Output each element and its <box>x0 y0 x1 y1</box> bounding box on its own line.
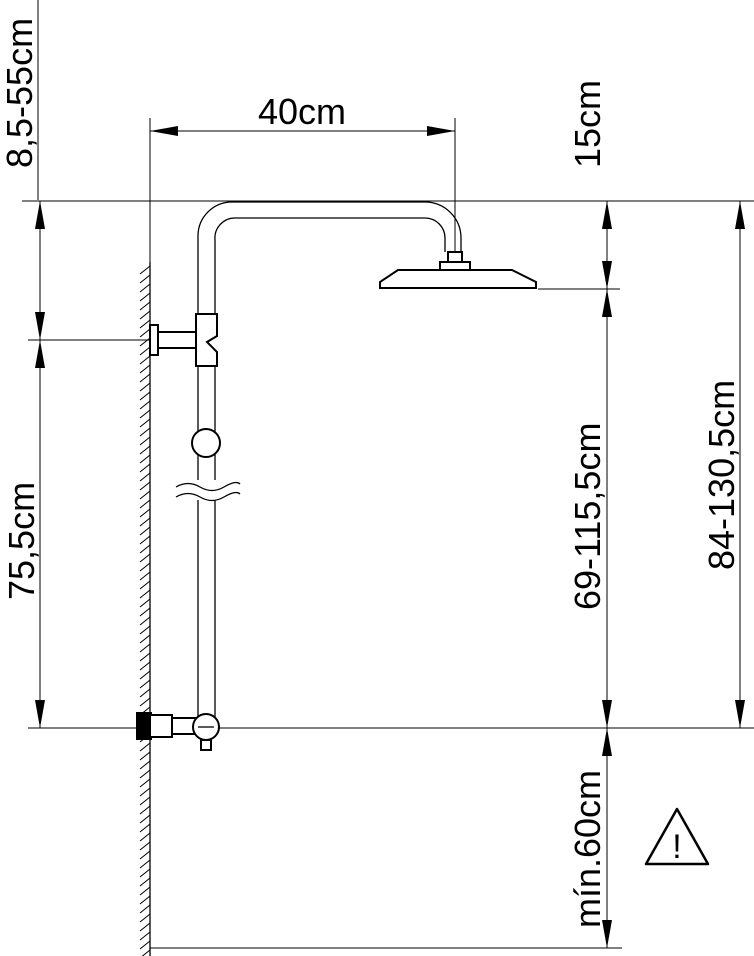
wall-hatch-line <box>139 373 151 383</box>
wall-hatch-line <box>139 274 151 284</box>
wall-bracket-plate <box>149 324 159 356</box>
wall-hatch-line <box>139 751 151 761</box>
wall-hatch-line <box>139 850 151 860</box>
pipe-clamp <box>195 313 218 367</box>
shower-column <box>136 201 537 751</box>
reference-lines <box>22 0 754 949</box>
wall-hatch-line <box>139 841 151 851</box>
wall-hatch-line <box>139 787 151 797</box>
wall-hatch-line <box>139 598 151 608</box>
wall-hatch-line <box>139 409 151 419</box>
wall-hatch-line <box>139 427 151 437</box>
wall-hatch-line <box>139 337 151 347</box>
mixer-valve <box>136 712 220 751</box>
min-floor-label: mín.60cm <box>567 770 608 928</box>
holder-knob <box>191 428 221 458</box>
wall-hatch-line <box>139 571 151 581</box>
dimension-lines <box>35 126 745 948</box>
wall-hatch-line <box>139 607 151 617</box>
wall-hatch-line <box>139 877 151 887</box>
wall-hatch-line <box>139 670 151 680</box>
wall-hatch-line <box>139 283 151 293</box>
arm-length-label: 40cm <box>258 91 346 132</box>
wall-hatch-line <box>139 580 151 590</box>
wall-hatch-line <box>139 328 151 338</box>
wall-hatch-line <box>139 418 151 428</box>
wall-hatch-line <box>141 949 151 956</box>
shower-head <box>379 251 537 289</box>
wall-hatch-line <box>139 382 151 392</box>
wall-hatch-line <box>139 913 151 923</box>
wall-hatch-line <box>139 319 151 329</box>
wall-hatch-line <box>139 544 151 554</box>
wall-hatch-line <box>139 778 151 788</box>
wall-hatch-line <box>139 760 151 770</box>
wall-hatch-line <box>139 769 151 779</box>
wall-hatch-line <box>139 517 151 527</box>
wall-hatch-line <box>139 931 151 941</box>
total-height-label: 84-130,5cm <box>701 380 742 570</box>
wall-hatch-line <box>139 634 151 644</box>
wall-hatch-line <box>139 904 151 914</box>
warning-symbol: ! <box>672 828 681 866</box>
wall-hatch-line <box>139 868 151 878</box>
wall-hatch-line <box>139 652 151 662</box>
wall-hatch-line <box>139 526 151 536</box>
wall-hatch-line <box>139 346 151 356</box>
wall-hatch-line <box>139 355 151 365</box>
wall-inlet <box>136 712 152 740</box>
wall-hatch-line <box>139 562 151 572</box>
wall-hatch-line <box>139 265 151 275</box>
wall-hatch-line <box>139 490 151 500</box>
wall-hatch-line <box>139 616 151 626</box>
wall-hatch-line <box>139 454 151 464</box>
wall-hatch-line <box>139 796 151 806</box>
wall-hatch-line <box>139 499 151 509</box>
wall-hatch-line <box>139 364 151 374</box>
wall <box>139 262 151 956</box>
wall-bracket-arm <box>157 331 199 349</box>
wall-hatch-line <box>139 472 151 482</box>
wall-hatch-line <box>139 508 151 518</box>
wall-hatch-line <box>139 625 151 635</box>
wall-hatch-line <box>139 310 151 320</box>
wall-hatch-line <box>139 805 151 815</box>
wall-hatch-line <box>139 832 151 842</box>
wall-hatch-line <box>139 292 151 302</box>
head-drop-label: 15cm <box>567 80 608 168</box>
wall-hatch-line <box>139 553 151 563</box>
wall-hatch-line <box>139 445 151 455</box>
wall-hatch-line <box>139 535 151 545</box>
wall-hatch-line <box>139 922 151 932</box>
wall-hatch-line <box>139 589 151 599</box>
head-height-label: 69-115,5cm <box>567 423 608 610</box>
wall-hatch-line <box>139 661 151 671</box>
wall-offset-label: 8,5-55cm <box>0 18 40 168</box>
wall-hatch-line <box>139 643 151 653</box>
wall-hatch-line <box>139 886 151 896</box>
break-symbol <box>175 480 241 502</box>
wall-hatch-line <box>139 697 151 707</box>
wall-hatch-line <box>139 400 151 410</box>
outlet-height-label: 75,5cm <box>1 482 42 600</box>
wall-hatch-line <box>139 679 151 689</box>
wall-hatch-line <box>139 823 151 833</box>
warning-icon: ! <box>644 807 710 866</box>
wall-hatch-line <box>139 436 151 446</box>
wall-hatch-line <box>139 895 151 905</box>
wall-hatch-line <box>139 481 151 491</box>
wall-hatch-line <box>139 940 151 950</box>
wall-hatch-line <box>139 814 151 824</box>
wall-hatch-line <box>139 391 151 401</box>
wall-hatch-line <box>139 301 151 311</box>
wall-hatch-line <box>139 688 151 698</box>
wall-hatch-line <box>139 463 151 473</box>
wall-hatch-line <box>139 859 151 869</box>
wall-hatch-line <box>139 742 151 752</box>
